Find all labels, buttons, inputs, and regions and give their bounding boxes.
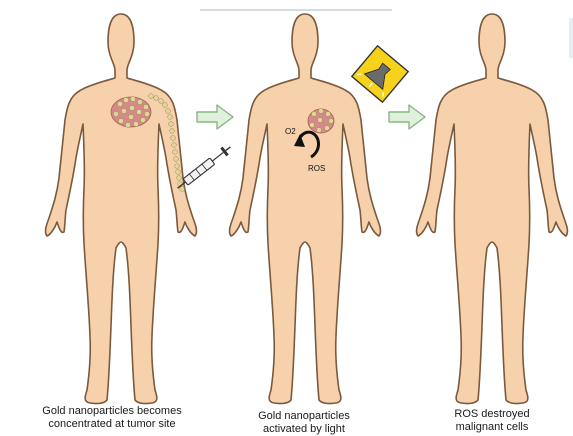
caption-step-1: Gold nanoparticles becomes concentrated … [12, 405, 212, 431]
caption-step-1-line1: Gold nanoparticles becomes [12, 405, 212, 418]
human-figure-1 [46, 14, 197, 404]
process-arrow-icon-2 [389, 105, 425, 129]
caption-step-3-line2: malignant cells [418, 421, 566, 434]
caption-step-2-line1: Gold nanoparticles [220, 410, 388, 423]
oxygen-label: O2 [285, 127, 296, 136]
process-arrow-icon [197, 105, 233, 129]
caption-step-3: ROS destroyed malignant cells [418, 408, 566, 434]
edge-accent [569, 18, 573, 58]
tumor-with-nanoparticles-2 [308, 109, 334, 134]
caption-step-3-line1: ROS destroyed [418, 408, 566, 421]
caption-step-1-line2: concentrated at tumor site [12, 418, 212, 431]
caption-step-2: Gold nanoparticles activated by light [220, 410, 388, 436]
ros-label: ROS [308, 164, 325, 173]
human-figure-3 [417, 14, 568, 404]
caption-step-2-line2: activated by light [220, 423, 388, 436]
light-source-icon [352, 46, 408, 102]
